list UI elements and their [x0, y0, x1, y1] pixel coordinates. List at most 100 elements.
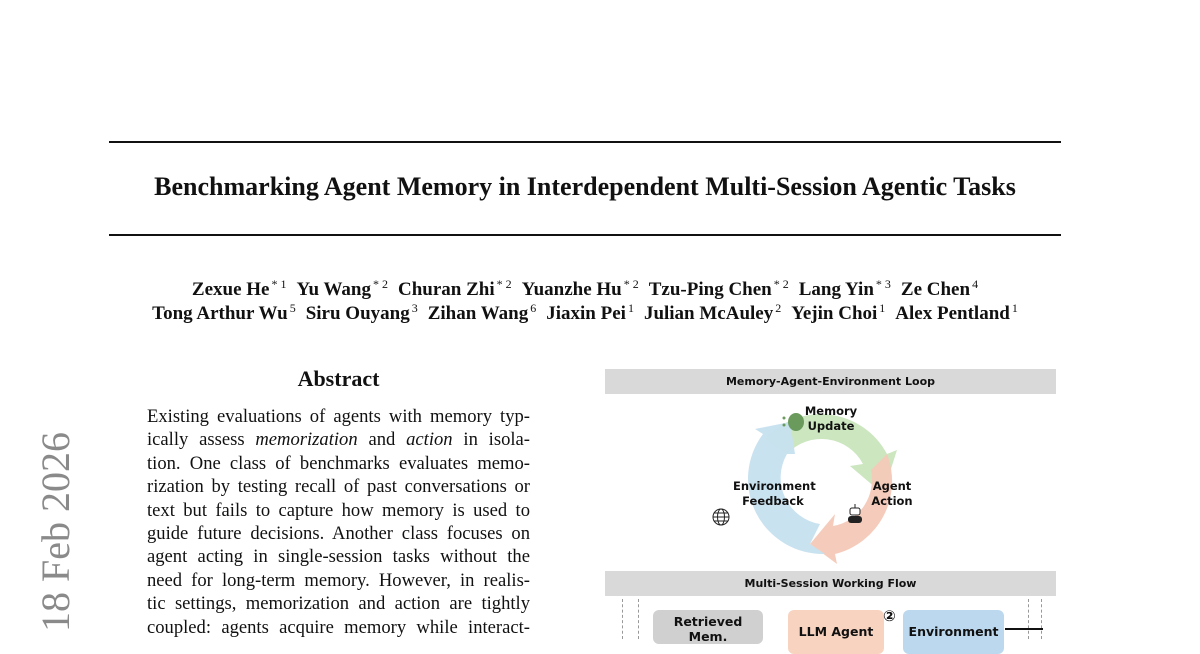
emphasis: action — [406, 429, 453, 451]
label-line: Feedback — [742, 494, 804, 508]
author-affiliation: * 2 — [372, 277, 388, 291]
text: agent acting in single-session tasks wit… — [147, 546, 530, 568]
text: tion. One class of benchmarks evaluates … — [147, 452, 530, 474]
label-line: Agent — [872, 479, 912, 493]
author-name: Tong Arthur Wu — [152, 303, 288, 324]
session-dashed-left — [622, 599, 623, 639]
session-dashed-left-2 — [638, 599, 639, 639]
abstract-body: Existing evaluations of agents with memo… — [147, 405, 530, 639]
author-name: Zexue He — [191, 279, 270, 300]
abstract-line: need for long-term memory. However, in r… — [147, 569, 530, 592]
label-line: Update — [807, 419, 855, 433]
environment-box: Environment — [903, 610, 1004, 654]
author-affiliation: * 2 — [496, 277, 512, 291]
author: Churan Zhi* 2 — [397, 277, 512, 300]
abstract-line: rization by testing recall of past conve… — [147, 475, 530, 498]
flow-header: Multi-Session Working Flow — [605, 571, 1056, 596]
text: need for long-term memory. However, in r… — [147, 569, 530, 591]
robot-icon — [848, 504, 862, 523]
author-name: Alex Pentland — [895, 303, 1010, 324]
llm-agent-box: LLM Agent — [788, 610, 884, 654]
abstract-line: tion. One class of benchmarks evaluates … — [147, 452, 530, 475]
feedback-arc-blue — [747, 422, 825, 555]
author-name: Zihan Wang — [427, 303, 529, 324]
author-affiliation: 1 — [1011, 301, 1018, 315]
session-dashed-right-2 — [1041, 599, 1042, 639]
author-affiliation: 2 — [775, 301, 782, 315]
abstract-line: ically assess memorization and action in… — [147, 428, 530, 451]
author-affiliation: 4 — [972, 277, 979, 291]
brain-icon — [782, 413, 804, 431]
author-affiliation: * 2 — [773, 277, 789, 291]
text: ically assess — [147, 429, 256, 451]
action-arc-red — [810, 454, 893, 564]
abstract-line: tic settings, memorization and action ar… — [147, 592, 530, 615]
author-name: Yejin Choi — [791, 303, 878, 324]
author-name: Ze Chen — [900, 279, 971, 300]
retrieved-memory-box: Retrieved Mem. — [653, 610, 763, 644]
abstract-heading: Abstract — [297, 366, 380, 391]
author-name: Yuanzhe Hu — [521, 279, 622, 300]
emphasis: memorization — [255, 429, 358, 451]
paper-title: Benchmarking Agent Memory in Interdepend… — [154, 172, 1016, 201]
author-affiliation: 6 — [530, 301, 537, 315]
label-line: Action — [871, 494, 913, 508]
globe-icon — [712, 508, 730, 526]
abstract-line: coupled: agents acquire memory while int… — [147, 616, 530, 639]
label-line: Memory — [804, 404, 858, 418]
arxiv-date-stamp: 18 Feb 2026 — [33, 432, 78, 632]
loop-header: Memory-Agent-Environment Loop — [605, 369, 1056, 394]
text: Existing evaluations of agents with memo… — [147, 406, 530, 427]
text: guide future decisions. Another class fo… — [147, 522, 530, 544]
author-affiliation: 1 — [879, 301, 886, 315]
abstract-line: text but fails to capture how memory is … — [147, 499, 530, 522]
text: rization by testing recall of past conve… — [147, 476, 530, 498]
author-name: Churan Zhi — [397, 279, 495, 300]
text: text but fails to capture how memory is … — [147, 499, 530, 521]
author-name: Tzu-Ping Chen — [648, 279, 772, 300]
author: Yuanzhe Hu* 2 — [521, 277, 639, 300]
author-name: Julian McAuley — [643, 303, 774, 324]
author-affiliation: 1 — [627, 301, 634, 315]
author-name: Yu Wang — [296, 279, 371, 300]
author-name: Jiaxin Pei — [546, 303, 626, 324]
author-affiliation: * 3 — [875, 277, 891, 291]
author-affiliation: 5 — [289, 301, 296, 315]
step-2-marker: ② — [883, 607, 896, 625]
session-dashed-right — [1028, 599, 1029, 639]
author-affiliation: * 2 — [623, 277, 639, 291]
author: Yu Wang* 2 — [296, 277, 388, 300]
author-affiliation: 3 — [411, 301, 418, 315]
label-line: Environment — [733, 479, 816, 493]
author: Zexue He* 1 — [191, 277, 287, 300]
text: in isola- — [452, 429, 530, 451]
abstract-line: Existing evaluations of agents with memo… — [147, 405, 530, 428]
author-name: Lang Yin — [798, 279, 874, 300]
text: tic settings, memorization and action ar… — [147, 593, 530, 615]
author-affiliation: * 1 — [271, 277, 287, 291]
text: coupled: agents acquire memory while int… — [147, 616, 530, 638]
memory-arc-green — [765, 414, 897, 494]
arrow-line — [1005, 628, 1043, 630]
author: Lang Yin* 3 — [798, 277, 891, 300]
author: Tzu-Ping Chen* 2 — [648, 277, 789, 300]
abstract-line: guide future decisions. Another class fo… — [147, 522, 530, 545]
title-rule — [109, 234, 1061, 236]
abstract-line: agent acting in single-session tasks wit… — [147, 545, 530, 568]
author-name: Siru Ouyang — [305, 303, 410, 324]
cycle-diagram — [712, 413, 897, 564]
